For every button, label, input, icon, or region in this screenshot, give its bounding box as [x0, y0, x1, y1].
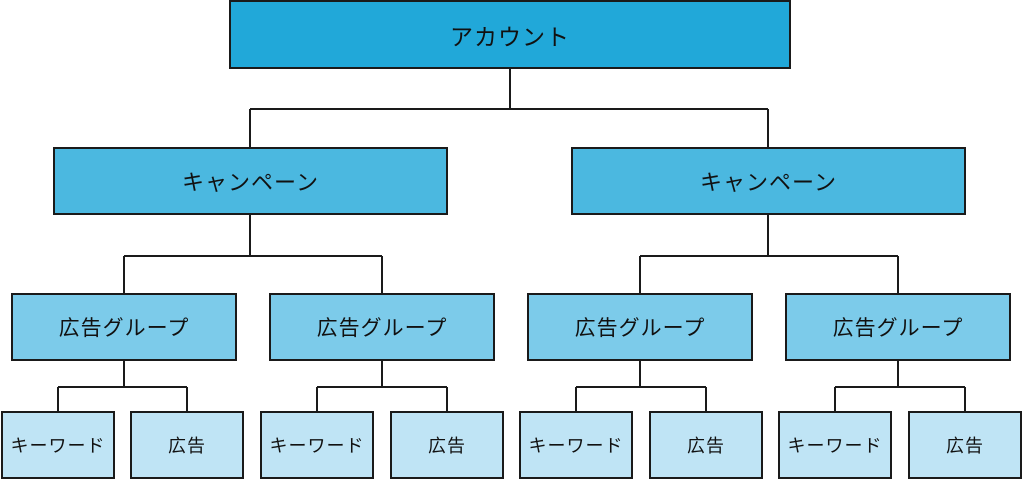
account-node: アカウント	[229, 0, 791, 69]
ad-node: 広告	[649, 411, 763, 479]
keyword-node: キーワード	[519, 411, 633, 479]
campaign-node: キャンペーン	[53, 147, 448, 215]
ad-group-node: 広告グループ	[11, 293, 237, 361]
keyword-node: キーワード	[260, 411, 374, 479]
keyword-node: キーワード	[778, 411, 892, 479]
ad-group-node: 広告グループ	[785, 293, 1011, 361]
campaign-node: キャンペーン	[571, 147, 966, 215]
connector-adgroup-1-leaves	[316, 360, 448, 412]
connector-adgroup-3-leaves	[834, 360, 966, 412]
connector-campaign-1-adgroups	[639, 214, 899, 294]
connector-campaign-0-adgroups	[123, 214, 383, 294]
ad-group-node: 広告グループ	[269, 293, 495, 361]
connector-adgroup-0-leaves	[57, 360, 188, 412]
connector-adgroup-2-leaves	[575, 360, 707, 412]
ad-node: 広告	[390, 411, 504, 479]
connector-account-campaigns	[249, 68, 769, 148]
keyword-node: キーワード	[1, 411, 115, 479]
ad-node: 広告	[130, 411, 244, 479]
ad-node: 広告	[908, 411, 1022, 479]
ad-group-node: 広告グループ	[527, 293, 753, 361]
